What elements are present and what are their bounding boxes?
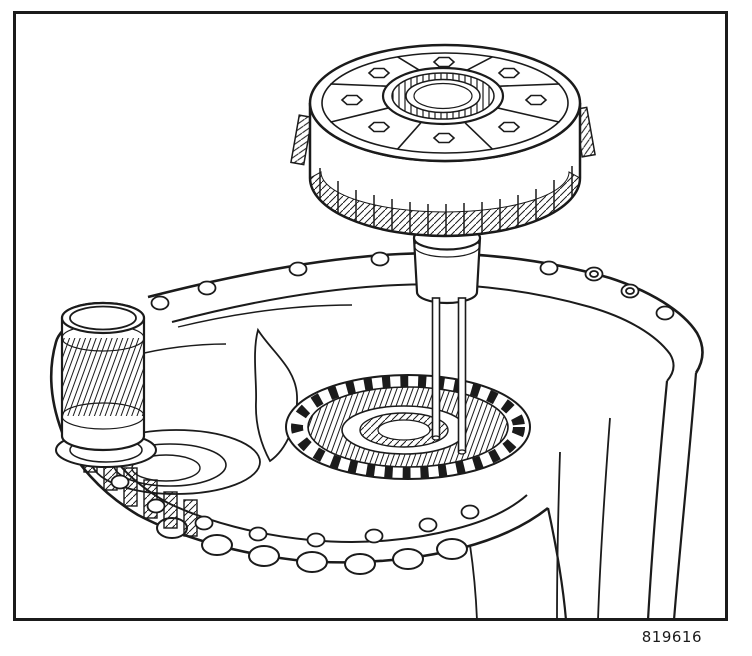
splined-bore	[381, 66, 505, 126]
clutch-drum-assembly	[290, 43, 596, 238]
ring-gear	[285, 374, 531, 480]
hex-bolts	[340, 56, 548, 144]
drum-teeth	[319, 166, 573, 236]
splined-input-shaft	[55, 301, 157, 468]
transfer-case-housing	[49, 251, 704, 621]
guide-rod	[431, 297, 441, 439]
flange-bolt-holes	[66, 251, 675, 548]
top-face-spokes	[330, 56, 560, 150]
figure-number: 819616	[641, 628, 702, 646]
guide-rod	[457, 297, 467, 453]
